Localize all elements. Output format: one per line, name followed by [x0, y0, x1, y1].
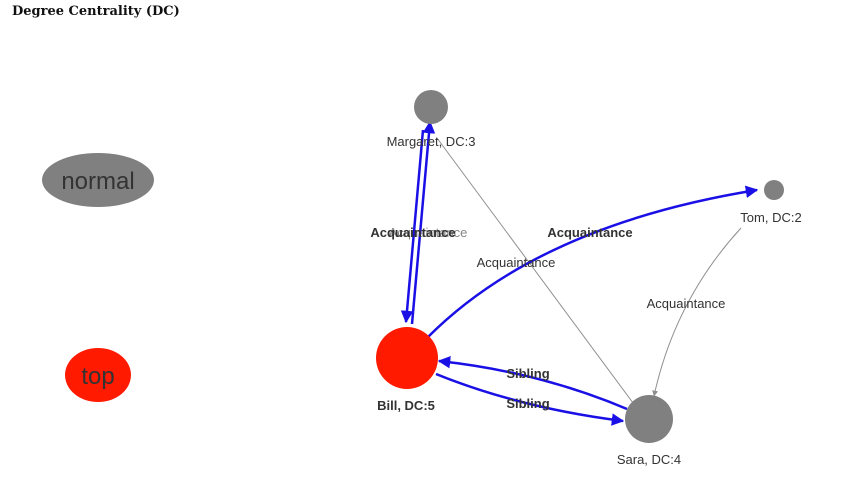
edge-sara-bill[interactable] [437, 356, 628, 411]
page-title: Degree Centrality (DC) [12, 4, 180, 19]
legend-normal-swatch [42, 153, 154, 207]
legend-normal-label: normal [61, 168, 134, 195]
edge-label-bill-margaret: Acquaintance [389, 225, 468, 240]
node-labels: Margaret, DC:3 Tom, DC:2 Bill, DC:5 Sara… [377, 134, 802, 467]
legend-top-swatch [65, 348, 131, 402]
node-sara[interactable] [625, 395, 673, 443]
legend: normal top [42, 153, 154, 402]
legend-top-label: top [81, 363, 114, 390]
node-bill[interactable] [376, 327, 438, 389]
edge-label-margaret-sara: Acquaintance [477, 255, 556, 270]
edge-label-bill-tom: Acquaintance [547, 225, 632, 240]
edge-label-sara-bill: Sibling [506, 366, 549, 381]
edge-margaret-bill[interactable] [400, 129, 425, 324]
edge-bill-margaret[interactable] [410, 120, 436, 325]
edge-tom-sara[interactable] [652, 227, 742, 397]
edge-margaret-sara[interactable] [436, 137, 637, 408]
edges [400, 120, 759, 426]
edge-labels: Acquaintance Acquaintance Acquaintance A… [370, 225, 725, 411]
edge-label-tom-sara: Acquaintance [647, 296, 726, 311]
node-tom[interactable] [764, 180, 784, 200]
edge-bill-sara[interactable] [435, 372, 625, 426]
node-label-bill: Bill, DC:5 [377, 398, 435, 413]
node-label-tom: Tom, DC:2 [740, 210, 801, 225]
edge-label-margaret-bill: Acquaintance [370, 225, 455, 240]
node-label-sara: Sara, DC:4 [617, 452, 681, 467]
node-margaret[interactable] [414, 90, 448, 124]
edge-bill-tom[interactable] [427, 185, 759, 338]
node-label-margaret: Margaret, DC:3 [387, 134, 476, 149]
nodes [376, 90, 784, 443]
edge-label-bill-sara: Sibling [506, 396, 549, 411]
